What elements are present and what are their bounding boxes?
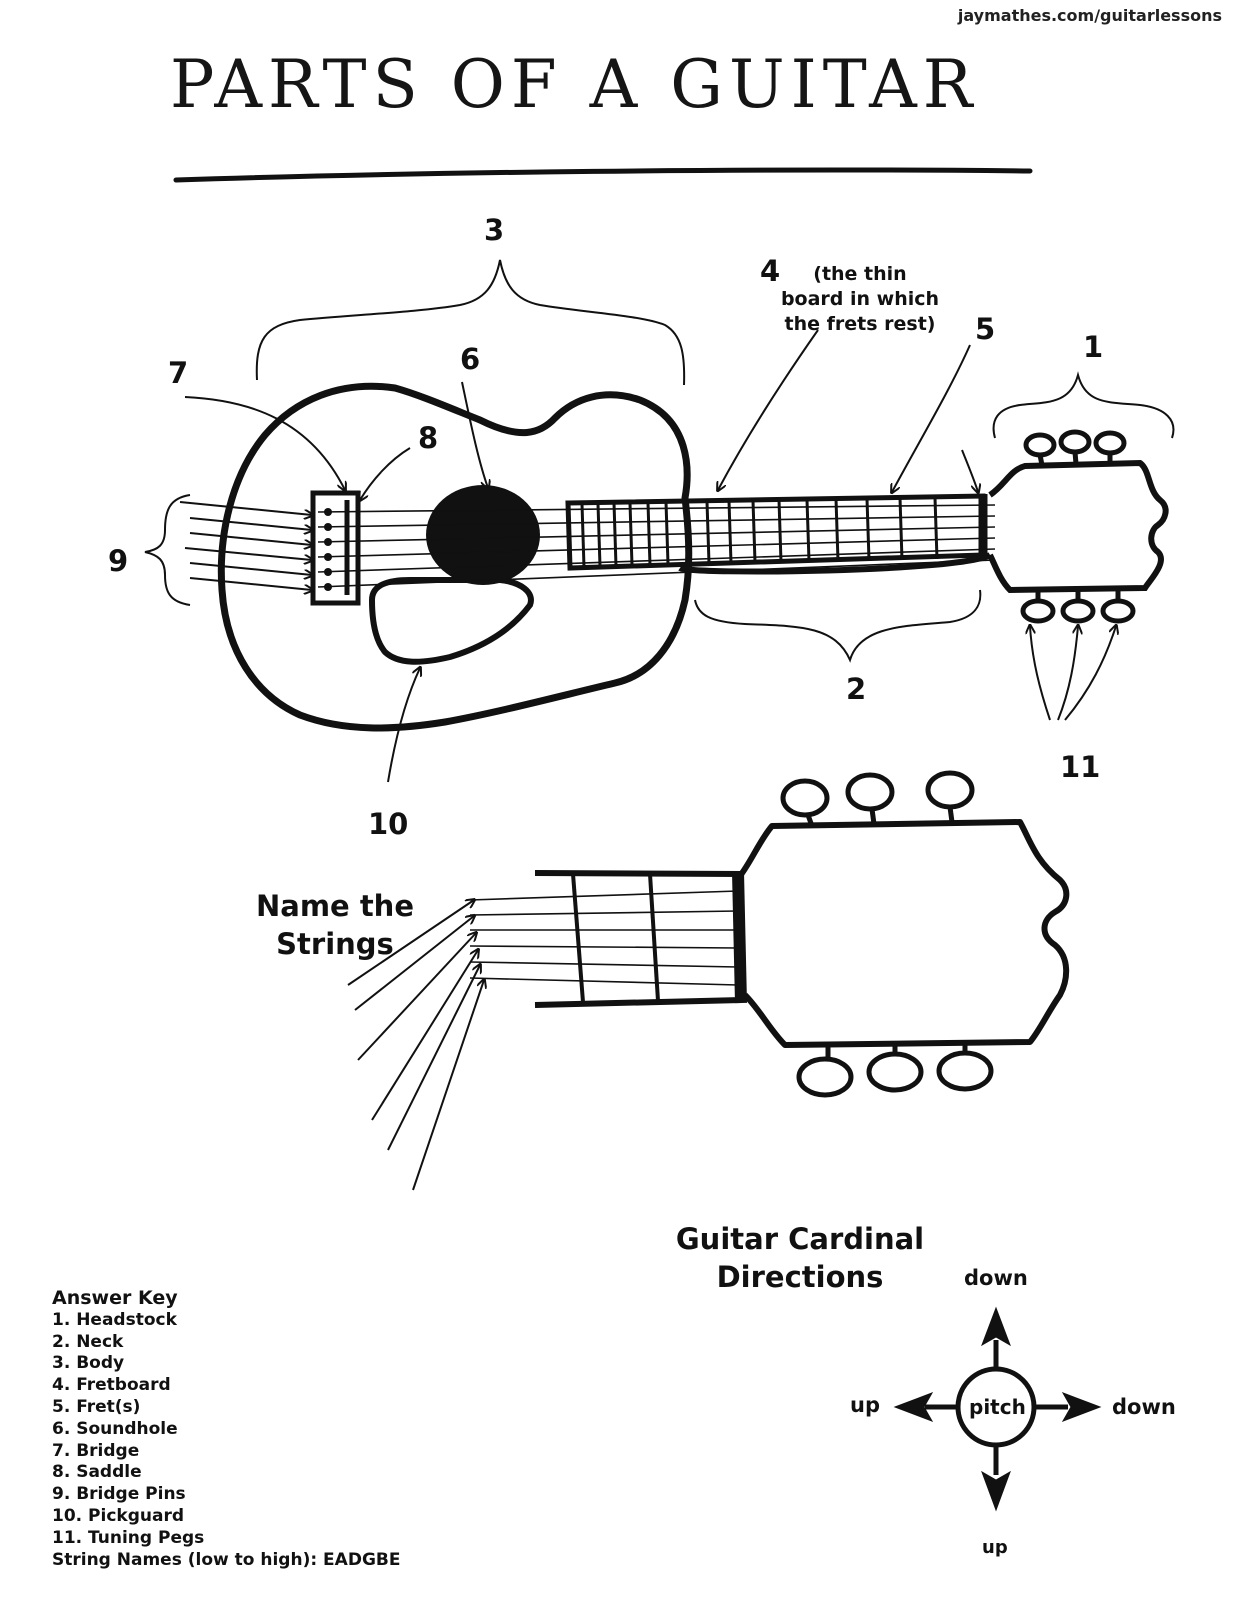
source-url: jaymathes.com/guitarlessons bbox=[957, 6, 1222, 25]
guitar-body bbox=[217, 382, 693, 732]
strings-heading: Name the Strings bbox=[256, 889, 414, 961]
leader-lines bbox=[179, 329, 1116, 783]
frets bbox=[580, 497, 939, 568]
direction-top: down bbox=[964, 1266, 1028, 1290]
answer-key-heading: Answer Key bbox=[52, 1287, 178, 1309]
closeup-strings bbox=[469, 890, 739, 986]
string-pointer-lines bbox=[347, 900, 484, 1191]
headstock bbox=[987, 459, 1169, 594]
label-8: 8 bbox=[418, 421, 439, 455]
label-2: 2 bbox=[846, 672, 867, 706]
closeup-pegs bbox=[780, 770, 994, 1098]
direction-left: up bbox=[850, 1393, 880, 1417]
answer-key-item: 3. Body bbox=[52, 1353, 125, 1374]
answer-key-item: 6. Soundhole bbox=[52, 1418, 178, 1439]
answer-key-item: 1. Headstock bbox=[52, 1309, 177, 1330]
answer-key-item: 11. Tuning Pegs bbox=[52, 1527, 205, 1548]
bracket-body bbox=[255, 259, 686, 386]
label-6: 6 bbox=[460, 342, 481, 376]
page-title: PARTS OF A GUITAR bbox=[170, 46, 979, 123]
closeup-neck bbox=[534, 870, 747, 1008]
string-names: String Names (low to high): EADGBE bbox=[52, 1549, 401, 1570]
strings bbox=[317, 504, 996, 588]
answer-key-item: 7. Bridge bbox=[52, 1440, 140, 1461]
label-3: 3 bbox=[484, 213, 505, 247]
label-1: 1 bbox=[1083, 330, 1104, 364]
answer-key-item: 10. Pickguard bbox=[52, 1505, 184, 1526]
answer-key-item: 8. Saddle bbox=[52, 1462, 142, 1483]
answer-key-item: 2. Neck bbox=[52, 1331, 124, 1352]
label-11: 11 bbox=[1060, 750, 1101, 784]
label-5: 5 bbox=[975, 312, 996, 346]
cardinal-heading: Guitar Cardinal Directions bbox=[675, 1222, 925, 1294]
answer-key-item: 4. Fretboard bbox=[52, 1375, 171, 1396]
direction-right: down bbox=[1112, 1395, 1176, 1419]
pickguard bbox=[368, 577, 534, 665]
answer-key-item: 5. Fret(s) bbox=[52, 1396, 141, 1417]
headstock-closeup bbox=[737, 819, 1070, 1048]
answer-key-item: 9. Bridge Pins bbox=[52, 1484, 186, 1505]
bracket-neck bbox=[694, 589, 982, 663]
fretboard-note: (the thin board in which the frets rest) bbox=[780, 263, 940, 335]
bracket-headstock bbox=[992, 371, 1175, 439]
label-10: 10 bbox=[368, 807, 409, 841]
label-4: 4 bbox=[760, 254, 781, 288]
answer-key: Answer Key 1. Headstock 2. Neck 3. Body … bbox=[52, 1287, 401, 1571]
label-7: 7 bbox=[168, 356, 189, 390]
direction-bottom: up bbox=[982, 1537, 1008, 1558]
tuning-pegs-bottom bbox=[1020, 590, 1136, 624]
title-underline bbox=[173, 167, 1033, 183]
bracket-bridge-pins bbox=[144, 494, 191, 606]
compass bbox=[893, 1306, 1102, 1512]
bridge-pins bbox=[324, 508, 332, 591]
compass-center-label: pitch bbox=[969, 1395, 1026, 1419]
tuning-pegs-top bbox=[1023, 429, 1127, 466]
soundhole bbox=[426, 485, 540, 585]
label-9: 9 bbox=[108, 544, 129, 578]
